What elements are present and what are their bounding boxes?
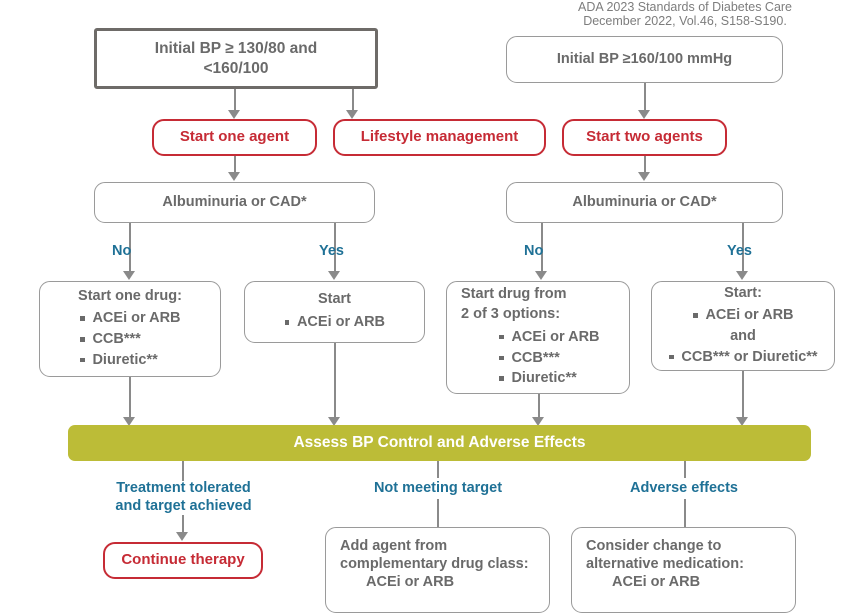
start-combo-list-first: ACEi or ARB [692,304,794,327]
branch-label-treatment-tolerated: Treatment tolerated and target achieved [106,479,261,515]
connector-albuminuria-right-no [541,223,544,272]
citation-line-2: December 2022, Vol.46, S158-S190. [583,14,787,28]
node-start-combo: Start: ACEi or ARB and CCB*** or Diureti… [651,281,835,371]
node-continue-therapy: Continue therapy [103,542,263,579]
list-item: ACEi or ARB [79,309,181,327]
consider-change-line-2: alternative medication: [586,556,744,573]
node-albuminuria-right: Albuminuria or CAD* [506,182,783,223]
connector-bp-high-to-start-two [644,83,647,111]
list-item: ACEi or ARB [498,328,600,346]
albuminuria-left-label: Albuminuria or CAD* [162,194,307,211]
branch-label-right-no: No [524,243,544,259]
branch-label-left-yes: Yes [319,243,344,259]
connector-tolerated-to-continue [182,515,185,533]
connector-albuminuria-right-yes [742,223,745,272]
albuminuria-right-label: Albuminuria or CAD* [572,194,717,211]
start-two-of-three-list: ACEi or ARB CCB*** Diuretic** [476,325,600,389]
arrowhead-bp-high-to-start-two [638,110,650,119]
connector-start-acei-arb-to-assess [334,343,337,418]
node-start-one-agent: Start one agent [152,119,317,156]
treatment-tolerated-line-2: and target achieved [115,498,252,514]
start-combo-header: Start: [724,284,762,301]
branch-label-right-yes: Yes [727,243,752,259]
start-one-drug-list: ACEi or ARB CCB*** Diuretic** [79,307,181,371]
start-combo-conjunction: and [730,328,756,344]
node-lifestyle-management: Lifestyle management [333,119,546,156]
initial-bp-moderate-line-1: Initial BP ≥ 130/80 and [154,40,318,58]
connector-bp-to-start-one [234,89,237,111]
citation-block: ADA 2023 Standards of Diabetes Care Dece… [505,0,865,28]
connector-albuminuria-left-yes [334,223,337,272]
start-acei-arb-header: Start [317,291,352,308]
start-one-agent-label: Start one agent [179,128,290,146]
list-item: ACEi or ARB [284,313,385,331]
node-start-two-of-three: Start drug from 2 of 3 options: ACEi or … [446,281,630,394]
list-item: CCB*** [79,330,180,348]
connector-assess-to-add-agent [437,461,440,478]
connector-start-two-to-albuminuria [644,156,647,173]
list-item: ACEi or ARB [692,306,794,324]
list-item: Diuretic** [79,351,180,369]
start-one-drug-header: Start one drug: [78,287,182,304]
start-combo-list-second: CCB*** or Diuretic** [668,345,818,368]
continue-therapy-label: Continue therapy [121,551,245,569]
node-albuminuria-left: Albuminuria or CAD* [94,182,375,223]
connector-albuminuria-left-no [129,223,132,272]
start-acei-arb-list: ACEi or ARB [284,311,385,334]
node-assess-bp-control-bar: Assess BP Control and Adverse Effects [68,425,811,461]
node-start-one-drug: Start one drug: ACEi or ARB CCB*** Diure… [39,281,221,377]
connector-adverse-to-consider-change [684,499,687,527]
arrowhead-start-two-to-albuminuria [638,172,650,181]
connector-bp-to-lifestyle [352,89,355,111]
node-consider-change: Consider change to alternative medicatio… [571,527,796,613]
connector-assess-to-consider-change [684,461,687,478]
connector-start-one-to-albuminuria [234,156,237,173]
list-item: CCB*** or Diuretic** [668,348,818,366]
treatment-tolerated-line-1: Treatment tolerated [116,480,251,496]
add-agent-line-2: complementary drug class: [340,556,529,573]
flowchart-canvas: ADA 2023 Standards of Diabetes Care Dece… [39,0,865,613]
start-two-of-three-header-line-2: 2 of 3 options: [461,306,561,323]
branch-label-adverse-effects: Adverse effects [630,480,738,496]
arrowhead-albuminuria-left-yes [328,271,340,280]
assess-bar-label: Assess BP Control and Adverse Effects [293,434,586,452]
arrowhead-start-one-drug-to-assess [123,417,135,426]
arrowhead-start-acei-arb-to-assess [328,417,340,426]
arrowhead-start-one-to-albuminuria [228,172,240,181]
node-initial-bp-moderate: Initial BP ≥ 130/80 and <160/100 [94,28,378,89]
arrowhead-start-combo-to-assess [736,417,748,426]
list-item: CCB*** [498,349,599,367]
connector-start-two-of-three-to-assess [538,394,541,418]
connector-start-one-drug-to-assess [129,377,132,418]
arrowhead-start-two-of-three-to-assess [532,417,544,426]
node-start-two-agents: Start two agents [562,119,727,156]
node-add-agent: Add agent from complementary drug class:… [325,527,550,613]
initial-bp-high-label: Initial BP ≥160/100 mmHg [556,51,733,68]
start-two-agents-label: Start two agents [586,128,703,146]
list-item: Diuretic** [498,369,599,387]
consider-change-line-1: Consider change to [586,538,722,554]
arrowhead-bp-to-start-one [228,110,240,119]
connector-assess-to-continue [182,461,185,481]
lifestyle-management-label: Lifestyle management [360,128,519,146]
arrowhead-tolerated-to-continue [176,532,188,541]
branch-label-not-meeting-target: Not meeting target [373,480,503,496]
initial-bp-moderate-line-2: <160/100 [203,59,269,77]
connector-not-meeting-to-add-agent [437,499,440,527]
arrowhead-bp-to-lifestyle [346,110,358,119]
start-two-of-three-header-line-1: Start drug from [461,286,567,303]
connector-start-combo-to-assess [742,371,745,418]
node-initial-bp-high: Initial BP ≥160/100 mmHg [506,36,783,83]
add-agent-line-1: Add agent from [340,538,448,554]
branch-label-left-no: No [112,243,132,259]
citation-line-1: ADA 2023 Standards of Diabetes Care [577,0,793,14]
arrowhead-albuminuria-right-no [535,271,547,280]
node-start-acei-arb: Start ACEi or ARB [244,281,425,343]
arrowhead-albuminuria-right-yes [736,271,748,280]
arrowhead-albuminuria-left-no [123,271,135,280]
